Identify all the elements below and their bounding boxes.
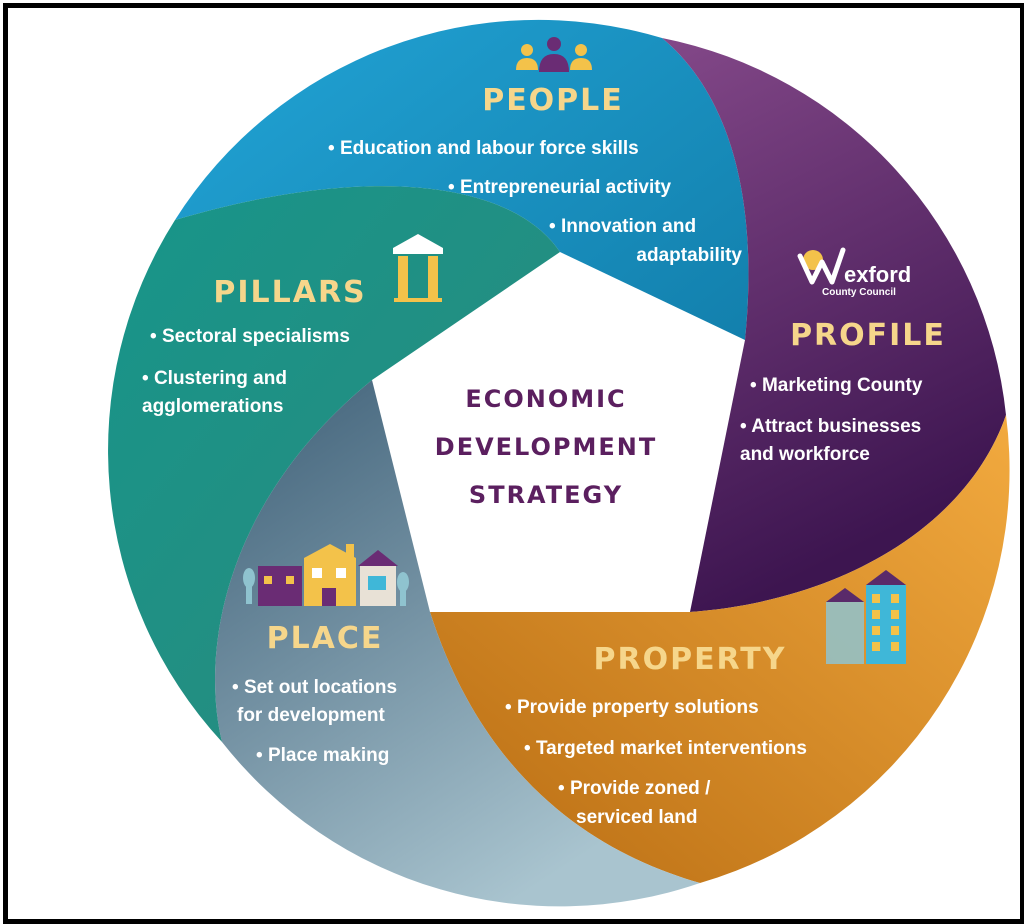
profile-bullet-2-cont: and workforce bbox=[740, 444, 870, 465]
people-bullet-3-cont: adaptability bbox=[636, 245, 742, 266]
people-bullet-2: • Entrepreneurial activity bbox=[448, 177, 672, 198]
people-bullet-1: • Education and labour force skills bbox=[328, 138, 639, 159]
property-bullet-3-cont: serviced land bbox=[576, 807, 697, 828]
place-bullet-1: • Set out locations bbox=[232, 677, 397, 698]
profile-bullet-2: • Attract businesses bbox=[740, 416, 921, 437]
logo-name: exford bbox=[844, 262, 911, 287]
profile-bullet-1: • Marketing County bbox=[750, 375, 923, 396]
buildings-icon bbox=[826, 570, 906, 664]
pillars-bullet-2: • Clustering and bbox=[142, 368, 287, 389]
center-line-3: STRATEGY bbox=[469, 481, 623, 509]
people-group-icon bbox=[516, 37, 592, 72]
place-bullet-2: • Place making bbox=[256, 745, 389, 766]
logo-sub: County Council bbox=[822, 287, 896, 298]
people-title: PEOPLE bbox=[482, 83, 624, 118]
segment-pillars bbox=[108, 186, 561, 742]
profile-title: PROFILE bbox=[790, 318, 946, 353]
center-line-2: DEVELOPMENT bbox=[435, 433, 657, 461]
pillars-title: PILLARS bbox=[213, 275, 366, 310]
center-line-1: ECONOMIC bbox=[465, 385, 626, 413]
place-bullet-1-cont: for development bbox=[237, 705, 385, 726]
people-bullet-3: • Innovation and bbox=[549, 216, 696, 237]
property-bullet-3: • Provide zoned / bbox=[558, 778, 711, 799]
center-pentagon bbox=[372, 252, 745, 612]
place-title: PLACE bbox=[267, 621, 384, 656]
pillar-icon bbox=[393, 234, 443, 302]
property-title: PROPERTY bbox=[593, 642, 786, 677]
pillars-bullet-1: • Sectoral specialisms bbox=[150, 326, 350, 347]
property-bullet-1: • Provide property solutions bbox=[505, 697, 759, 718]
property-bullet-2: • Targeted market interventions bbox=[524, 738, 807, 759]
houses-icon bbox=[243, 544, 409, 606]
wexford-logo: exford County Council bbox=[797, 247, 911, 298]
segment-place bbox=[215, 380, 700, 907]
pillars-bullet-2-cont: agglomerations bbox=[142, 396, 283, 417]
